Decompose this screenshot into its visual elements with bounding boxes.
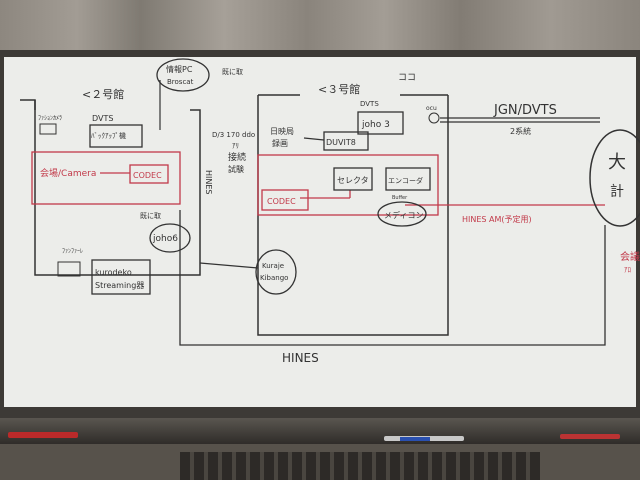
whiteboard-surface — [4, 57, 636, 407]
camera-box — [57, 261, 81, 277]
joho6-ellipse — [149, 223, 191, 253]
info-pc-ellipse — [156, 58, 210, 92]
left-codec-label: CODEC — [133, 171, 162, 180]
fanfare-label: ﾌｧﾝﾌｧｰﾚ — [62, 248, 83, 255]
dvts-conv-label: DUVIT8 — [326, 138, 356, 147]
left-building-title: <２号館 — [82, 87, 124, 101]
left-small-camera-label: ﾌｧｼｮﾝｶﾒﾗ — [38, 115, 62, 122]
info-pc-sub: Broscat — [167, 78, 194, 86]
backup-label: ﾊﾞｯｸｱｯﾌﾟ機 — [91, 131, 126, 140]
kuraje-ellipse — [255, 249, 297, 295]
ocu-circle — [428, 112, 440, 124]
dvts-relay-label: D/3 170 ddo — [212, 131, 255, 139]
right-codec-box — [261, 189, 309, 211]
left-dvts-label: DVTS — [92, 114, 113, 123]
selector-box — [333, 167, 373, 191]
bottom-hines-label: HINES — [282, 351, 319, 365]
dvts-conv-box — [323, 131, 369, 151]
markers — [8, 432, 620, 441]
joho3-box — [357, 111, 404, 135]
media-label: メディコン — [384, 210, 423, 220]
source-label: 録画 — [272, 138, 288, 148]
jgn-sub: 2系統 — [510, 126, 531, 136]
big-ellipse — [589, 129, 640, 227]
right-red-area — [257, 154, 605, 216]
marker-tray — [0, 418, 640, 444]
ari-label: ｱﾘ — [232, 142, 239, 150]
joho6-label: joho6 — [152, 234, 178, 244]
edge-note: 会議 — [620, 250, 640, 263]
hines-note-label: HINES AM(予定用) — [462, 214, 532, 224]
kuraje-label: Kuraje — [262, 262, 284, 270]
selector-label: セレクタ — [337, 176, 369, 185]
right-building-title: <３号館 — [318, 82, 360, 96]
buffer-label: Buffer — [392, 195, 408, 201]
vertical-hines-label: HINES — [204, 170, 213, 195]
left-building-frame — [20, 99, 201, 276]
kibango-label: Kibango — [260, 274, 288, 282]
big-label: 大 — [608, 152, 626, 173]
encoder-box — [385, 167, 431, 191]
small-camera-icon — [39, 123, 57, 135]
kei-label: 計 — [610, 184, 624, 200]
ocu-label: ocu — [426, 105, 437, 112]
backup-box — [89, 124, 143, 148]
info-pc-label: 情報PC — [166, 64, 193, 74]
streaming-label: Streaming器 — [95, 281, 144, 290]
edge-note2: ｱﾛ — [624, 266, 632, 274]
media-ellipse — [377, 201, 427, 227]
right-codec-label: CODEC — [267, 197, 296, 206]
right-dvts-label: DVTS — [360, 100, 379, 108]
encoder-label: エンコーダ — [388, 176, 423, 185]
left-red-area — [31, 151, 181, 205]
conn-label: 接続 — [228, 151, 246, 163]
info-pc-note: 既に取 — [222, 68, 243, 76]
japan-label: 日映局 — [270, 126, 294, 136]
left-mic-label: 会場/Camera — [40, 167, 96, 179]
radiator — [180, 452, 540, 480]
koko-label: ココ — [398, 73, 416, 83]
jgn-label: JGN/DVTS — [493, 103, 557, 118]
hines-loop — [179, 210, 606, 346]
kurodeko-box — [91, 259, 151, 295]
test-label: 試験 — [228, 164, 244, 174]
joho3-label: joho 3 — [361, 120, 390, 130]
joho-note-label: 既に取 — [140, 212, 161, 220]
kurodeko-label: kurodeko — [95, 268, 132, 277]
